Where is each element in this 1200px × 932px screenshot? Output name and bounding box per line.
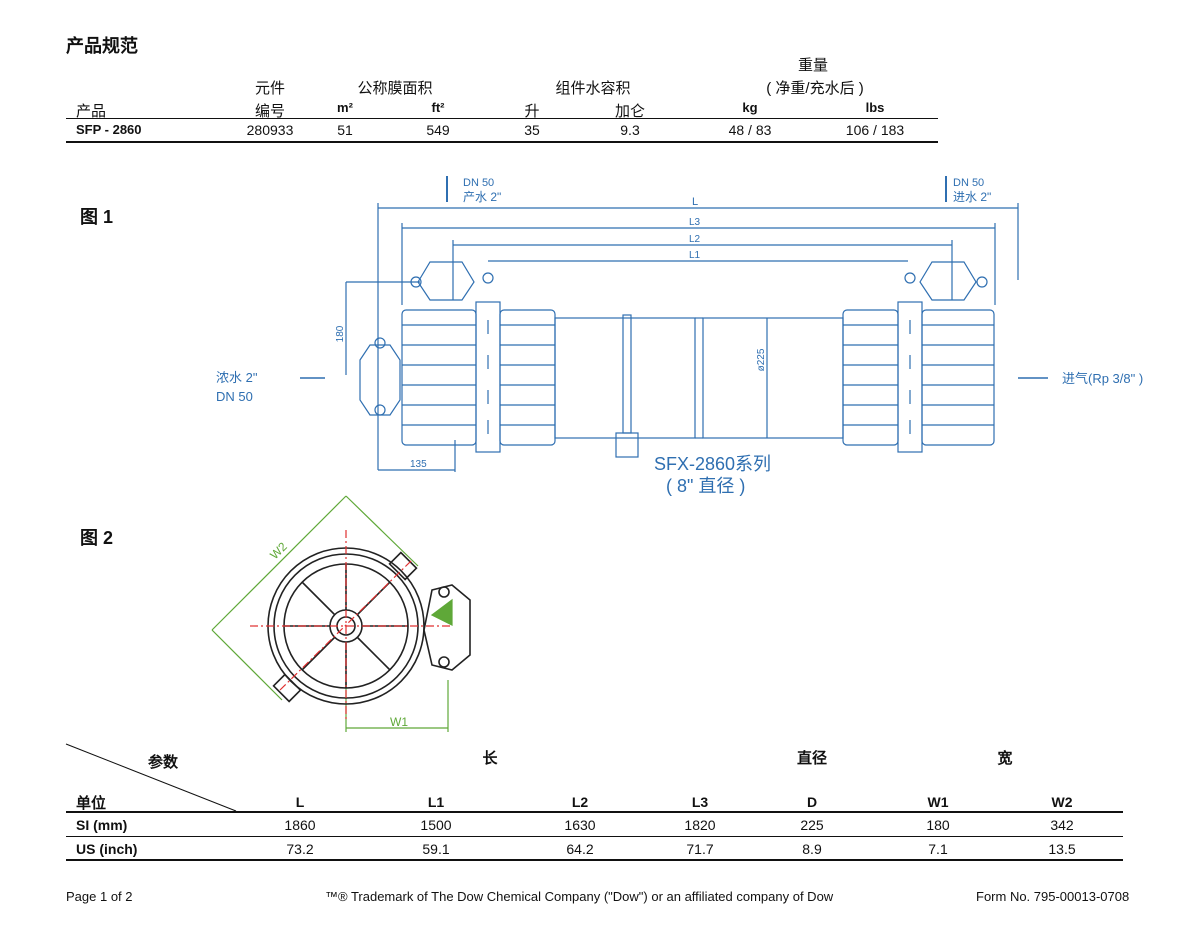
spec-header-rule bbox=[66, 118, 938, 119]
air-inlet-label: 进气(Rp 3/8" ) bbox=[1062, 371, 1143, 386]
dims-row-si-unit: SI (mm) bbox=[76, 817, 128, 833]
header-water: 组件水容积 bbox=[555, 80, 631, 97]
dn-left-2: 产水 2" bbox=[463, 190, 501, 204]
series-label-2: ( 8" 直径 ) bbox=[666, 476, 745, 496]
concentrate-label-2: DN 50 bbox=[216, 389, 253, 404]
dims-si-W1: 180 bbox=[926, 817, 950, 833]
footer-page-number: Page 1 of 2 bbox=[66, 889, 133, 904]
dims-row-us-unit: US (inch) bbox=[76, 841, 138, 857]
dn-right-1: DN 50 bbox=[953, 177, 984, 189]
spec-ft2: 549 bbox=[426, 122, 450, 138]
dim-180-label: 180 bbox=[335, 325, 346, 342]
dims-us-L1: 59.1 bbox=[422, 841, 450, 857]
footer-form-number: Form No. 795-00013-0708 bbox=[976, 889, 1130, 904]
dims-col-W1: W1 bbox=[927, 794, 949, 810]
dims-si-L2: 1630 bbox=[564, 817, 596, 833]
dim-L2-label: L2 bbox=[689, 234, 701, 245]
dims-us-L: 73.2 bbox=[286, 841, 314, 857]
spec-kg: 48 / 83 bbox=[728, 122, 772, 138]
header-unit-liter: 升 bbox=[524, 103, 540, 120]
dims-group-width: 宽 bbox=[997, 750, 1013, 767]
dims-unit-label: 单位 bbox=[76, 795, 107, 812]
section-title: 产品规范 bbox=[66, 36, 138, 56]
header-area: 公称膜面积 bbox=[357, 80, 433, 97]
figure-2-label: 图 2 bbox=[80, 528, 114, 548]
header-unit-kg: kg bbox=[742, 100, 758, 115]
dim-L3-label: L3 bbox=[689, 217, 701, 228]
dim-L1-label: L1 bbox=[689, 250, 701, 261]
dims-col-L3: L3 bbox=[691, 794, 709, 810]
dims-col-W2: W2 bbox=[1051, 794, 1073, 810]
dn-right-2: 进水 2" bbox=[953, 190, 991, 204]
dims-si-D: 225 bbox=[800, 817, 824, 833]
spec-liters: 35 bbox=[524, 122, 540, 138]
header-unit-lbs: lbs bbox=[865, 100, 885, 115]
header-element-2: 编号 bbox=[254, 103, 285, 120]
dims-row-rule bbox=[66, 836, 1123, 837]
footer-trademark: ™® Trademark of The Dow Chemical Company… bbox=[325, 889, 834, 904]
header-weight-1: 重量 bbox=[797, 57, 828, 74]
dim-135-label: 135 bbox=[410, 459, 427, 470]
dims-bottom-rule bbox=[66, 859, 1123, 861]
dims-col-L2: L2 bbox=[571, 794, 589, 810]
dim-L-label: L bbox=[692, 196, 698, 208]
dims-si-L1: 1500 bbox=[420, 817, 452, 833]
figure-1-label: 图 1 bbox=[80, 207, 114, 227]
series-label-1: SFX-2860系列 bbox=[654, 454, 771, 474]
dims-us-D: 8.9 bbox=[802, 841, 822, 857]
dims-col-L: L bbox=[295, 794, 305, 810]
spec-product: SFP - 2860 bbox=[76, 122, 142, 137]
dims-group-length: 长 bbox=[482, 750, 498, 767]
spec-lbs: 106 / 183 bbox=[845, 122, 905, 138]
header-unit-ft2: ft² bbox=[431, 100, 445, 115]
dims-si-W2: 342 bbox=[1050, 817, 1074, 833]
dims-us-W2: 13.5 bbox=[1048, 841, 1076, 857]
module-end-view-drawing: W1 W2 bbox=[211, 495, 471, 732]
spec-m2: 51 bbox=[337, 122, 353, 138]
spec-bottom-rule bbox=[66, 141, 938, 143]
dims-us-L3: 71.7 bbox=[686, 841, 714, 857]
concentrate-label-1: 浓水 2" bbox=[216, 370, 258, 385]
header-weight-2: ( 净重/充水后 ) bbox=[766, 80, 864, 97]
dims-si-L: 1860 bbox=[284, 817, 316, 833]
dim-diameter-label: ø225 bbox=[756, 348, 767, 371]
dim-W2-label: W2 bbox=[267, 539, 290, 562]
dims-header-rule bbox=[66, 811, 1123, 813]
dims-si-L3: 1820 bbox=[684, 817, 716, 833]
dims-us-L2: 64.2 bbox=[566, 841, 594, 857]
module-side-view-drawing: DN 50 产水 2" DN 50 进水 2" L L3 L2 L1 135 1… bbox=[216, 176, 1143, 496]
header-product: 产品 bbox=[76, 103, 107, 120]
dims-col-L1: L1 bbox=[427, 794, 445, 810]
dim-W1-label: W1 bbox=[390, 715, 408, 729]
header-unit-gallon: 加仑 bbox=[614, 103, 645, 120]
spec-element: 280933 bbox=[246, 122, 294, 138]
spec-gallons: 9.3 bbox=[620, 122, 640, 138]
dims-param-label: 参数 bbox=[148, 754, 179, 771]
dims-group-diameter: 直径 bbox=[796, 750, 827, 767]
dims-col-D: D bbox=[806, 794, 818, 810]
dims-us-W1: 7.1 bbox=[928, 841, 948, 857]
dn-left-1: DN 50 bbox=[463, 177, 494, 189]
header-element-1: 元件 bbox=[254, 80, 285, 97]
header-unit-m2: m² bbox=[337, 100, 353, 115]
